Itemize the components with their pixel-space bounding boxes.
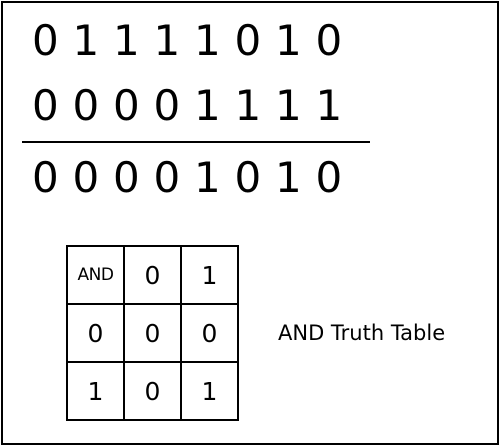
truth-table-row: 0 0 0 [66, 303, 239, 363]
operand-b-bit: 0 [113, 81, 140, 130]
header-cell: 1 [180, 245, 239, 305]
truth-cell: 1 [180, 361, 239, 421]
operand-a-bit: 1 [275, 16, 302, 65]
result-bit: 0 [315, 153, 343, 202]
operand-b-bit: 1 [275, 81, 302, 130]
operator-cell: AND [66, 245, 125, 305]
truth-table-caption: AND Truth Table [278, 321, 446, 345]
operand-a-bit: 1 [153, 16, 181, 65]
operand-b-bit: 1 [194, 81, 221, 130]
operand-a-bit: 1 [72, 16, 100, 65]
result-bit: 1 [275, 153, 302, 202]
operand-a-bit: 0 [234, 16, 262, 65]
operand-b-bit: 1 [315, 81, 343, 130]
result-bit: 0 [32, 153, 59, 202]
row-header-cell: 0 [66, 303, 125, 363]
truth-table-header-row: AND 0 1 [66, 245, 239, 305]
truth-cell: 0 [123, 303, 182, 363]
operand-b-bit: 0 [153, 81, 181, 130]
result-bit: 1 [194, 153, 221, 202]
operand-b-bit: 1 [234, 81, 262, 130]
operand-b-bit: 0 [72, 81, 100, 130]
header-cell: 0 [123, 245, 182, 305]
result-bit: 0 [72, 153, 100, 202]
operand-a-bit: 1 [113, 16, 140, 65]
and-truth-table: AND 0 1 0 0 0 1 0 1 [66, 245, 239, 421]
result-bit: 0 [153, 153, 181, 202]
operand-a-bit: 0 [315, 16, 343, 65]
truth-cell: 0 [180, 303, 239, 363]
truth-cell: 0 [123, 361, 182, 421]
row-header-cell: 1 [66, 361, 125, 421]
result-divider-line [22, 141, 370, 143]
operand-a-bit: 0 [32, 16, 59, 65]
result-bit: 0 [234, 153, 262, 202]
result-bit: 0 [113, 153, 140, 202]
operand-b-bit: 0 [32, 81, 59, 130]
operand-a-bit: 1 [194, 16, 221, 65]
truth-table-row: 1 0 1 [66, 361, 239, 421]
